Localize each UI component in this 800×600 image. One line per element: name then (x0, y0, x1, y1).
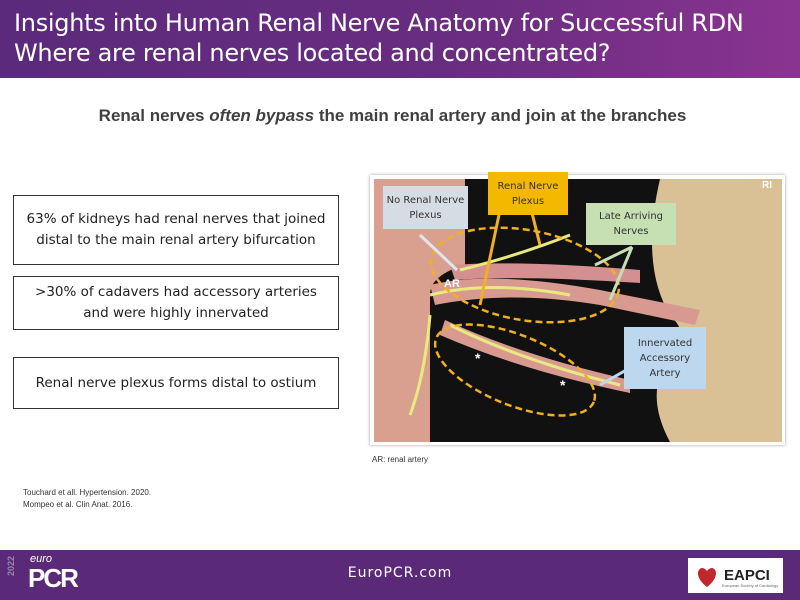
arrow-late-2 (608, 246, 634, 301)
finding-box-3: Renal nerve plexus forms distal to ostiu… (13, 357, 339, 409)
footer-bar (0, 550, 800, 600)
arrow-late-1 (594, 245, 633, 267)
title-line-2: Where are renal nerves located and conce… (14, 39, 611, 67)
plexus-ellipse-lower (433, 323, 597, 417)
label-accessory-artery: Innervated Accessory Artery (624, 327, 706, 389)
website-link[interactable]: EuroPCR.com (347, 565, 453, 581)
slide-subtitle: Renal nerves often bypass the main renal… (0, 106, 785, 126)
figure-caption: AR: renal artery (372, 455, 429, 464)
ar-label: AR (444, 278, 460, 290)
arrow-plexus-1 (478, 209, 502, 306)
subtitle-post: the main renal artery and join at the br… (314, 106, 687, 125)
anatomy-figure: AR RI * * No Renal Nerve Plexus Renal Ne… (370, 172, 785, 445)
title-line-1: Insights into Human Renal Nerve Anatomy … (14, 9, 744, 37)
renal-nerves (408, 233, 621, 416)
references: Touchard et all. Hypertension. 2020. Mom… (23, 487, 151, 511)
subtitle-pre: Renal nerves (98, 106, 210, 125)
renal-artery-branch-top (450, 263, 640, 283)
esc-text: European Society of Cardiology (722, 583, 779, 588)
renal-artery-branch-upper (430, 278, 700, 325)
reference-2: Mompeo et al. Clin Anat. 2016. (23, 500, 133, 509)
eapci-logo: EAPCI European Society of Cardiology (688, 558, 783, 593)
arrow-no-plexus (418, 233, 459, 272)
euro-logo-text: euro (30, 553, 53, 565)
label-no-plexus: No Renal Nerve Plexus (383, 186, 468, 229)
subtitle-emphasis: often bypass (209, 106, 315, 125)
heart-icon (697, 567, 717, 587)
reference-1: Touchard et all. Hypertension. 2020. (23, 488, 152, 497)
eapci-text: EAPCI (724, 567, 770, 584)
aorta-tissue (374, 179, 465, 442)
ri-label: RI (762, 180, 772, 191)
label-late-nerves: Late Arriving Nerves (586, 203, 676, 245)
plexus-ellipse-upper (429, 226, 621, 324)
pcr-logo-text: PCR (28, 563, 79, 593)
finding-box-2: >30% of cadavers had accessory arteries … (13, 276, 339, 330)
slide-header: Insights into Human Renal Nerve Anatomy … (0, 0, 800, 78)
asterisk-2: * (560, 377, 566, 393)
finding-box-1: 63% of kidneys had renal nerves that joi… (13, 195, 339, 265)
label-plexus: Renal Nerve Plexus (488, 172, 568, 215)
asterisk-1: * (475, 350, 481, 366)
